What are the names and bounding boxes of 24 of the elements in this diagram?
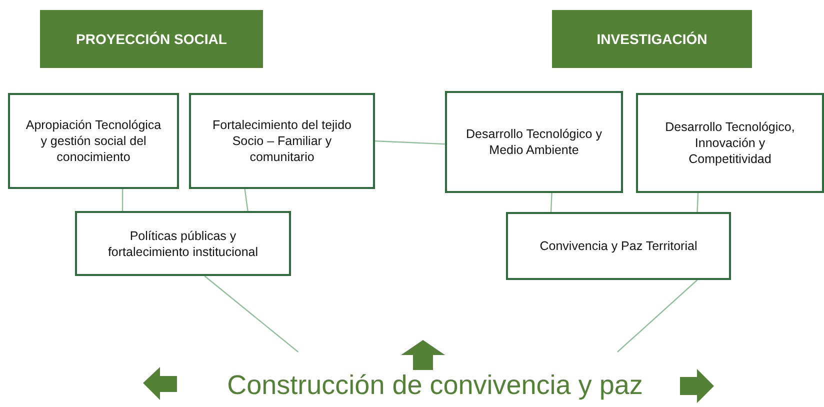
connector-line xyxy=(244,188,248,212)
header-box xyxy=(40,10,263,68)
topic-text: Políticas públicas y fortalecimiento institucional xyxy=(106,228,260,260)
slogan-text: Construcción de convivencia y paz xyxy=(227,369,643,402)
topic-text: Apropiación Tecnológica y gestión social del conocimiento xyxy=(24,117,162,165)
topic-box xyxy=(636,93,824,193)
topic-box xyxy=(506,212,731,280)
topic-box xyxy=(8,93,179,189)
connector-line xyxy=(696,192,699,212)
topic-box xyxy=(445,91,623,193)
header-box xyxy=(552,10,752,68)
topic-box xyxy=(75,211,291,276)
header-text: INVESTIGACIÓN xyxy=(596,31,708,47)
connector-line xyxy=(204,276,299,352)
connector-line xyxy=(617,280,698,352)
topic-text: Desarrollo Tecnológico y Medio Ambiente xyxy=(465,126,603,158)
topic-box xyxy=(189,93,375,189)
topic-text: Fortalecimiento del tejido Socio – Familiar y comunitario xyxy=(212,117,352,165)
topic-text: Desarrollo Tecnológico, Innovación y Competitividad xyxy=(664,119,796,167)
connector-line xyxy=(550,192,552,212)
connector-line xyxy=(122,189,124,211)
topic-text: Convivencia y Paz Territorial xyxy=(540,238,698,254)
connector-line xyxy=(374,140,446,145)
header-text: PROYECCIÓN SOCIAL xyxy=(76,31,227,47)
